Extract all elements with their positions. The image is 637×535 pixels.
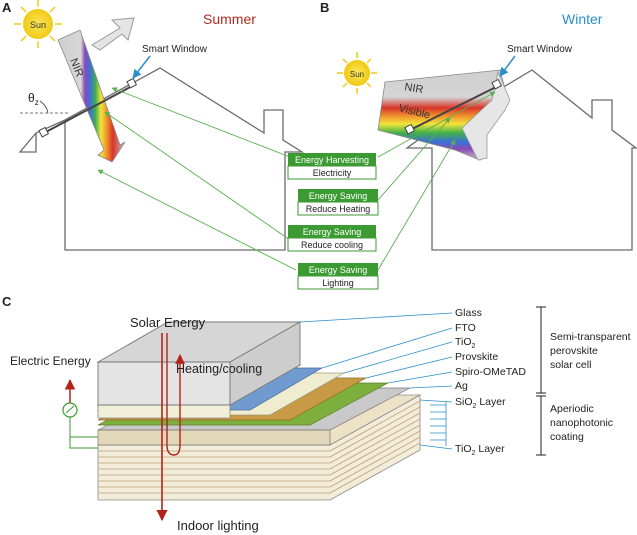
benefit-2-detail: Reduce cooling (301, 240, 363, 250)
indoor-lighting-label: Indoor lighting (177, 518, 259, 533)
benefit-box-0: Energy Harvesting Electricity (287, 153, 377, 180)
benefit-box-2: Energy Saving Reduce cooling (287, 225, 377, 252)
panel-b: B Winter Sun NIR Visible Smart Window (320, 0, 637, 251)
benefit-0-detail: Electricity (313, 168, 352, 178)
benefit-3-detail: Lighting (322, 278, 354, 288)
summer-label: Summer (203, 11, 256, 27)
benefit-1-detail: Reduce Heating (306, 204, 371, 214)
nir-label-b: NIR (403, 81, 424, 96)
smart-window-b (409, 84, 501, 131)
tio2-label: TiO2 (455, 336, 476, 350)
energy-flow-arrows (64, 333, 185, 522)
spectrum-beam-a: NIR Visible (54, 29, 126, 163)
sio2-layer-label: SiO2 Layer (455, 396, 506, 410)
benefit-box-1: Energy Saving Reduce Heating (297, 189, 379, 216)
group-bottom-line-2: coating (550, 431, 584, 443)
panel-c-letter: C (2, 294, 12, 309)
layer-leader-lines (299, 312, 453, 450)
house-a-outline (18, 67, 305, 251)
tio2-layer-label: TiO2 Layer (455, 443, 505, 457)
group-top-line-2: solar cell (550, 359, 591, 371)
glass-label: Glass (455, 307, 482, 319)
solar-energy-label: Solar Energy (130, 315, 206, 330)
winter-label: Winter (562, 11, 603, 27)
group-labels: Semi-transparent perovskite solar cell A… (550, 331, 631, 443)
sun-icon-b: Sun (337, 52, 377, 94)
sun-label-b: Sun (350, 70, 364, 79)
benefit-3-category: Energy Saving (309, 265, 368, 275)
group-bottom-line-1: nanophotonic (550, 417, 613, 429)
provskite-label: Provskite (455, 351, 498, 363)
benefit-1-category: Energy Saving (309, 191, 368, 201)
perovskite-cell-stack (96, 321, 411, 446)
sun-label: Sun (30, 20, 46, 30)
group-brackets (536, 306, 546, 456)
panel-a: A Summer Sun NIR Visible θ (2, 0, 305, 251)
group-bottom-line-0: Aperiodic (550, 403, 594, 415)
panel-c: C (2, 294, 631, 533)
benefit-boxes: Energy Harvesting Electricity Energy Sav… (97, 87, 496, 290)
sun-icon: Sun (14, 0, 62, 48)
fto-label: FTO (455, 322, 476, 334)
panel-b-letter: B (320, 0, 329, 15)
theta-label: θz (28, 91, 39, 107)
panel-a-letter: A (2, 0, 12, 15)
heating-cooling-label: Heating/cooling (176, 362, 262, 376)
nir-reflection-arrow (91, 17, 135, 51)
benefit-0-category: Energy Harvesting (295, 155, 369, 165)
spiro-label: Spiro-OMeTAD (455, 366, 526, 378)
benefit-2-category: Energy Saving (303, 227, 362, 237)
ag-label: Ag (455, 380, 468, 392)
smart-window-label-a: Smart Window (142, 44, 208, 55)
spectrum-beam-b: NIR Visible (377, 69, 511, 161)
smart-window-label-b: Smart Window (507, 44, 573, 55)
layer-labels: Glass FTO TiO2 Provskite Spiro-OMeTAD Ag… (455, 307, 526, 457)
electric-energy-label: Electric Energy (10, 354, 91, 368)
house-b-outline (404, 69, 637, 251)
benefit-box-3: Energy Saving Lighting (297, 263, 379, 290)
group-top-line-1: perovskite (550, 345, 598, 357)
smart-window-a (43, 83, 137, 134)
group-top-line-0: Semi-transparent (550, 331, 631, 343)
